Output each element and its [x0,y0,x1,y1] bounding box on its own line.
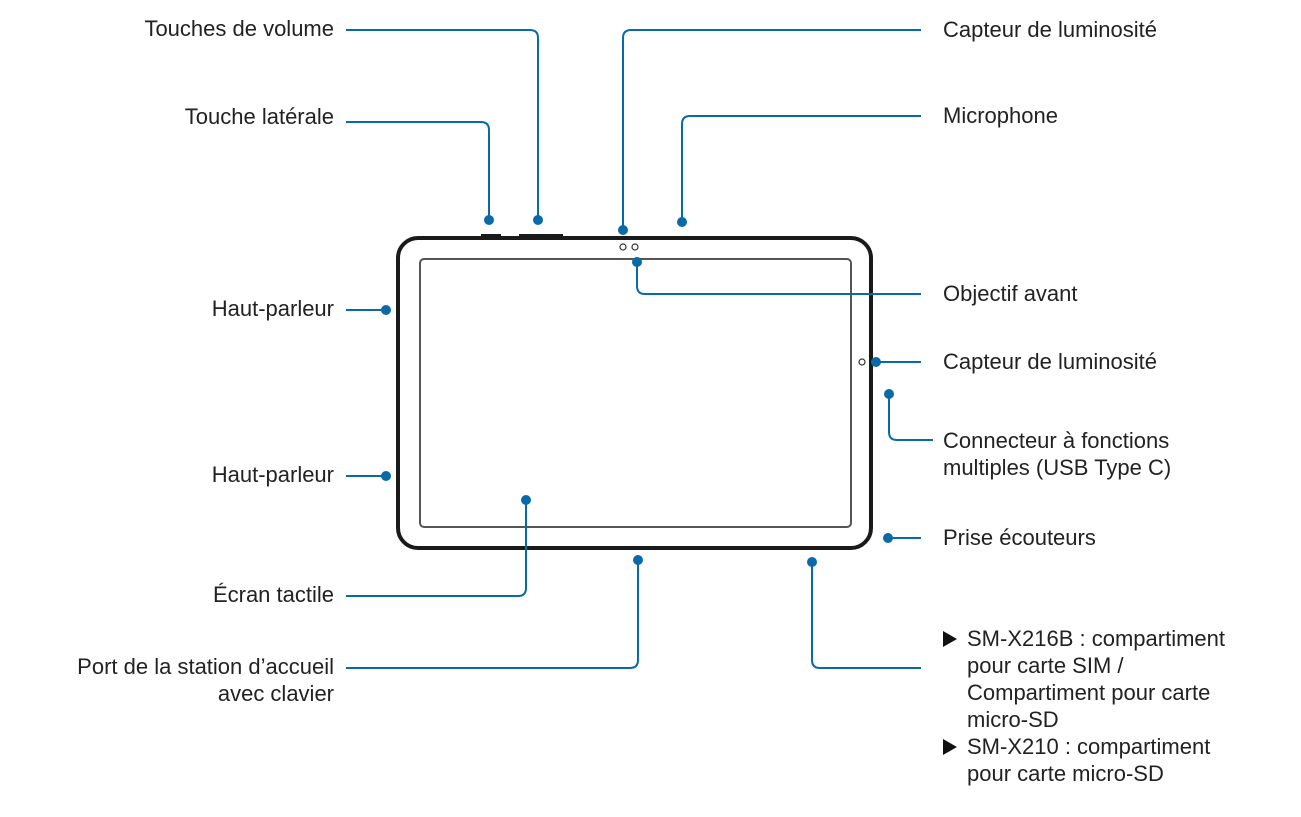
leader-touchscreen [346,500,527,597]
dot-side-key [484,215,494,225]
dot-speaker-bottom [381,471,391,481]
dot-volume-keys [533,215,543,225]
leader-microphone [681,115,921,222]
label-usb-connector-line2: multiples (USB Type C) [943,455,1172,480]
dot-sim-tray [807,557,817,567]
tray-model-list: SM-X216B : compartiment pour carte SIM /… [943,625,1225,787]
bullet-triangle-icon [943,631,957,647]
label-dock-port: Port de la station d’accueil avec clavie… [77,653,334,707]
label-front-camera: Objectif avant [943,281,1078,306]
label-volume-keys: Touches de volume [144,16,334,41]
dot-dock-port [633,555,643,565]
tablet-screen [419,258,852,528]
dot-light-sensor-side [871,357,881,367]
label-speaker-top: Haut-parleur [211,296,334,321]
tray-model-text: SM-X216B : compartiment pour carte SIM /… [967,626,1225,732]
label-light-sensor-top: Capteur de luminosité [943,17,1158,42]
dot-microphone [677,217,687,227]
tray-model-text: SM-X210 : compartiment pour carte micro-… [967,734,1211,786]
label-usb-connector: Connecteur à fonctions multiples (USB Ty… [943,427,1171,481]
front-camera-ring [631,243,639,251]
leader-volume-keys [346,29,539,220]
volume-keys [519,234,563,239]
dot-earphone-jack [883,533,893,543]
label-dock-port-line2: avec clavier [217,681,334,706]
leader-light-sensor-top [622,29,921,230]
dot-light-sensor-top [618,225,628,235]
leader-dots [381,215,894,567]
label-microphone: Microphone [943,103,1058,128]
leader-sim-tray [811,562,921,669]
dot-usb-connector [884,389,894,399]
side-key [481,234,501,239]
label-touchscreen: Écran tactile [212,582,334,607]
label-dock-port-line1: Port de la station d’accueil [77,654,334,679]
dot-speaker-top [381,305,391,315]
side-light-sensor-ring [858,358,866,366]
label-usb-connector-line1: Connecteur à fonctions [943,428,1170,453]
leader-usb-connector [888,394,933,441]
label-side-key: Touche latérale [184,104,334,129]
leader-lines [346,29,933,669]
label-speaker-bottom: Haut-parleur [211,462,334,487]
leader-side-key [346,121,490,220]
label-earphone-jack: Prise écouteurs [943,525,1096,550]
tray-model-item: SM-X216B : compartiment pour carte SIM /… [943,625,1225,733]
tray-model-item: SM-X210 : compartiment pour carte micro-… [943,733,1225,787]
leader-front-camera [636,262,921,295]
dot-touchscreen [521,495,531,505]
dot-front-camera [632,257,642,267]
light-sensor-ring [619,243,627,251]
bullet-triangle-icon [943,739,957,755]
label-light-sensor-side: Capteur de luminosité [943,349,1158,374]
leader-dock-port [346,560,639,669]
